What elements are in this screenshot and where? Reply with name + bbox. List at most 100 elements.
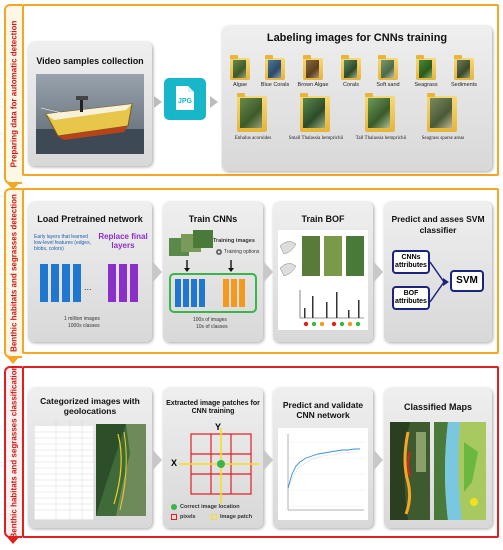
boat-image (36, 74, 144, 154)
axis-y-label: Y (215, 422, 222, 432)
network-layers-graphic (40, 264, 138, 302)
folder-sediments (454, 55, 474, 80)
train-cnns-title: Train CNNs (188, 214, 238, 224)
gear-icon (216, 249, 222, 255)
jpg-file-icon-box: JPG (164, 78, 206, 120)
jpg-file-icon (176, 86, 194, 110)
labeling-panel: Labeling images for CNNs training Algae … (222, 26, 492, 171)
validation-plot (278, 428, 368, 520)
classified-maps-title: Classified Maps (403, 402, 473, 412)
svm-panel: Predict and asses SVM classifier CNNs at… (384, 202, 492, 342)
predict-panel: Predict and validate CNN network (273, 388, 373, 528)
section-2-label: Benthic habitats and segrasses detection (9, 194, 19, 352)
satellite-map-image (96, 424, 146, 516)
classified-map-2 (434, 422, 486, 520)
flow-arrow (264, 262, 273, 282)
legend-pixels-text: pixels (180, 514, 196, 520)
svm-box: SVM (450, 270, 484, 292)
folder-label: Corals (343, 82, 359, 88)
geolocation-table (34, 420, 94, 520)
folder-brown-algae (303, 55, 323, 80)
section-3-label: Benthic habitats and segrasses classific… (9, 365, 19, 539)
folder-seagrass (416, 55, 436, 80)
section-1-frame (22, 4, 499, 176)
cnn-attributes-box: CNNs attributes (392, 250, 430, 274)
folder-label: Blue Corals (260, 82, 290, 88)
svm-connectors (430, 261, 449, 303)
cnn-attributes-label: CNNs attributes (395, 254, 427, 269)
patch-grid (179, 428, 259, 504)
flow-arrow (374, 262, 383, 282)
folder-sparse-seagrass (427, 93, 457, 132)
train-arrows (184, 260, 234, 272)
classes-10s-text: 10s of classes (196, 324, 228, 330)
section-1-arrow-tip (6, 182, 20, 190)
million-images-text: 1 million images (64, 316, 100, 322)
folder-algae (230, 55, 250, 80)
labeling-title: Labeling images for CNNs training (266, 32, 448, 44)
folder-label: Enhalus acoroides (234, 136, 272, 141)
patches-title: Extracted image patches for CNN training (166, 400, 260, 415)
categorized-title: Categorized images with geolocations (40, 396, 140, 416)
bof-graphic (278, 230, 368, 330)
bof-attributes-box: BOF attributes (392, 286, 430, 310)
training-images-text: Training images (213, 238, 255, 244)
section-2-side-tab: Benthic habitats and segrasses detection (4, 188, 22, 358)
train-cnns-panel: Train CNNs Training images Training opti… (163, 202, 263, 342)
training-options-text: Training options (224, 249, 260, 255)
flow-arrow (264, 450, 273, 470)
folder-small-thalassia (300, 93, 330, 132)
early-layers-text: Early layers that learned low-level feat… (34, 234, 91, 252)
folder-label: Seagrass sparse areas (421, 136, 465, 141)
axis-x-label: X (171, 458, 178, 468)
predict-title: Predict and validate CNN network (282, 400, 364, 420)
folder-label: Seagrass (414, 82, 438, 88)
classified-map-1 (390, 422, 430, 520)
classified-maps-panel: Classified Maps (384, 388, 492, 528)
video-samples-panel: Video samples collection (28, 42, 152, 166)
folder-blue-corals (265, 55, 285, 80)
train-bof-title: Train BOF (301, 214, 345, 224)
legend-patch-swatch (211, 514, 217, 520)
video-samples-title: Video samples collection (36, 56, 144, 66)
section-1-label: Preparing data for automatic detection (9, 20, 19, 168)
folder-corals (341, 55, 361, 80)
bof-attributes-label: BOF attributes (395, 290, 427, 305)
categorized-panel: Categorized images with geolocations (28, 388, 152, 528)
folder-soft-sand (378, 55, 398, 80)
svm-title: Predict and asses SVM classifier (391, 214, 485, 235)
section-3-frame (22, 366, 499, 538)
layers-ellipsis: ... (84, 282, 92, 292)
training-images-stack (169, 230, 213, 256)
train-bof-panel: Train BOF (273, 202, 373, 342)
legend-pixels-swatch (171, 514, 177, 520)
jpg-label: JPG (177, 98, 192, 105)
legend-correct-text: Correct image location (180, 504, 240, 510)
pretrained-title: Load Pretrained network (37, 214, 143, 224)
pretrained-panel: Load Pretrained network Early layers tha… (28, 202, 152, 342)
network-layers-graphic (175, 279, 245, 307)
folder-label: Sediments (451, 82, 477, 88)
flow-arrow (153, 450, 162, 470)
patches-panel: Extracted image patches for CNN training… (163, 388, 263, 528)
folder-enhalus (237, 93, 267, 132)
section-2-frame (22, 188, 499, 354)
flow-arrow (153, 262, 162, 282)
folder-tall-thalassia (365, 93, 395, 132)
flow-arrow (210, 96, 218, 108)
folder-label: Algae (232, 82, 248, 88)
flow-arrow (374, 450, 383, 470)
folder-label: Small Thalassia hemprichii (288, 136, 344, 141)
section-3-side-tab: Benthic habitats and segrasses classific… (4, 366, 22, 538)
classes-1000-text: 1000s classes (68, 323, 100, 329)
trained-network-box (169, 273, 257, 313)
folder-label: Brown Algae (297, 82, 329, 88)
flow-arrow (154, 96, 162, 108)
legend-patch-text: Image patch (220, 514, 253, 520)
section-2-arrow-tip (6, 356, 20, 364)
folder-label: Tall Thalassia hemprichii (355, 136, 407, 141)
section-3-arrow-tip (6, 536, 20, 544)
svm-label: SVM (456, 275, 478, 286)
legend-correct-dot (171, 504, 177, 510)
folder-label: Soft sand (376, 82, 400, 88)
